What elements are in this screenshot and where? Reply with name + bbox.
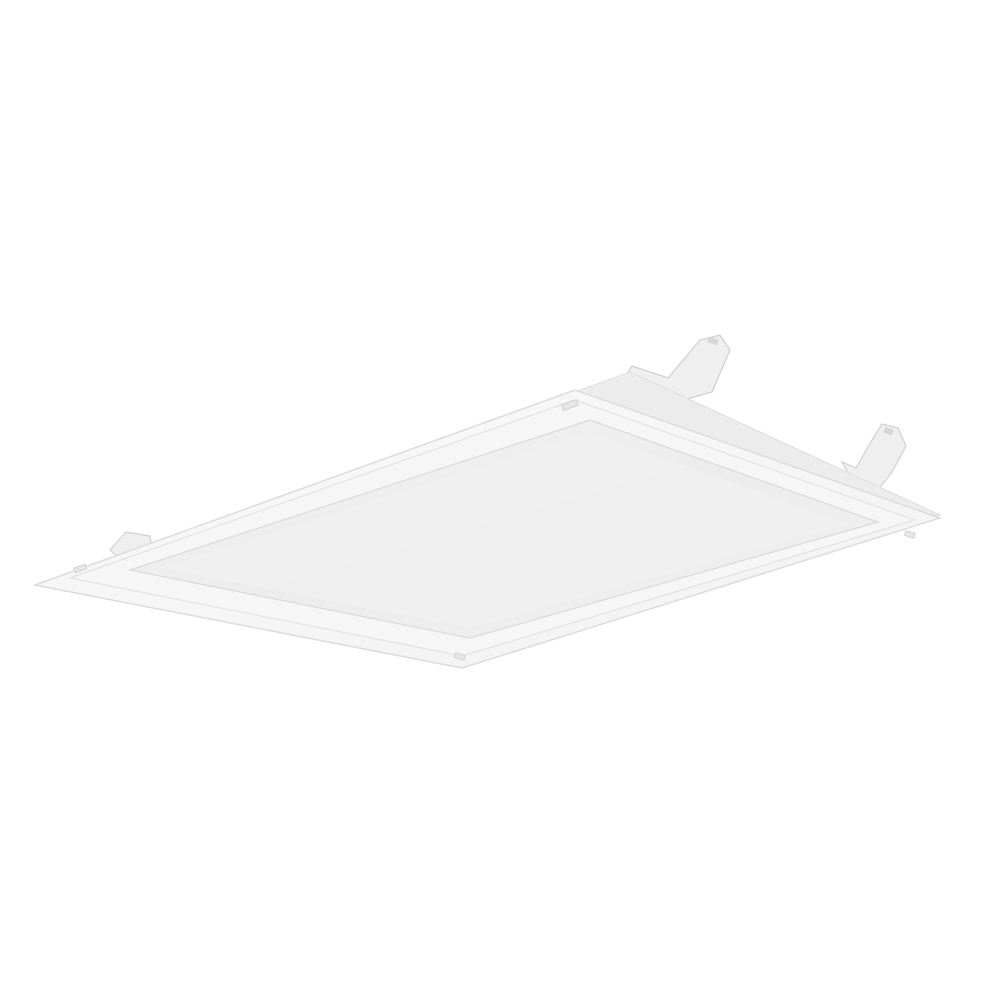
frame-clip-top <box>560 399 580 411</box>
lens-highlight <box>160 432 850 628</box>
frame-clip-right <box>903 530 916 539</box>
frame-clip-left <box>73 563 88 574</box>
frame-clip-bottom <box>453 652 466 661</box>
